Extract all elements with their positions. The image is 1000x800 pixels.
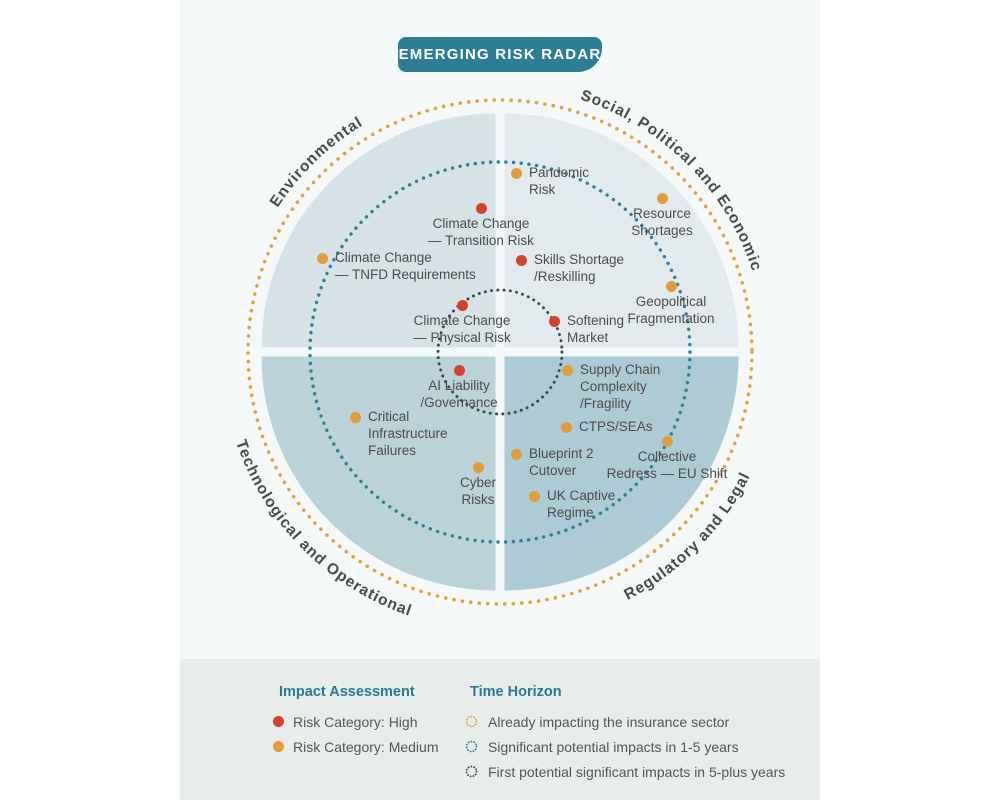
legend-item-risk-medium: Risk Category: Medium xyxy=(273,734,439,759)
quadrant-wedge-regulatory-legal xyxy=(504,356,739,591)
risk-medium-dot-icon xyxy=(273,741,284,752)
risk-label: UK Captive Regime xyxy=(547,488,616,520)
legend-item-5-plus-years: First potential significant impacts in 5… xyxy=(464,759,785,784)
legend-time-horizon: Time Horizon Already impacting the insur… xyxy=(464,684,785,784)
risk-label: Climate Change — TNFD Requirements xyxy=(335,250,476,282)
risk-dot-high xyxy=(548,315,560,327)
risk-label: Cyber Risks xyxy=(459,475,497,507)
legend-item-label: Already impacting the insurance sector xyxy=(488,713,730,730)
legend-horizon-title: Time Horizon xyxy=(470,684,562,700)
risk-dot-medium xyxy=(560,421,572,433)
risk-dot-medium xyxy=(528,490,540,502)
risk-label: Pandemic Risk xyxy=(529,165,590,197)
legend-background xyxy=(180,659,820,800)
ring-1-5-years xyxy=(308,160,692,544)
risk-label: Climate Change — Physical Risk xyxy=(413,313,511,345)
risk-label: Supply Chain Complexity /Fragility xyxy=(580,362,661,411)
risk-dot-medium xyxy=(472,461,484,473)
ring-5-plus-years xyxy=(436,288,564,416)
risk-dot-medium xyxy=(349,411,361,423)
dotted-ring-orange-icon xyxy=(465,715,478,728)
risk-high-dot-icon xyxy=(273,716,284,727)
legend-item-label: First potential significant impacts in 5… xyxy=(488,763,786,780)
legend-item-1-5-years: Significant potential impacts in 1-5 yea… xyxy=(464,734,785,759)
radar-chart: Environmental Social, Political and Econ… xyxy=(232,87,764,620)
risk-label: Geopolitical Fragmentation xyxy=(627,294,715,326)
risk-label: AI Liability /Governance xyxy=(420,378,498,410)
legend-item-already-impacting: Already impacting the insurance sector xyxy=(464,709,785,734)
risk-label: Blueprint 2 Cutover xyxy=(529,446,594,478)
risk-dot-medium xyxy=(665,280,677,292)
risk-label: Collective Redress — EU Shift xyxy=(606,449,728,481)
legend-item-risk-high: Risk Category: High xyxy=(273,709,439,734)
risk-dot-medium xyxy=(316,252,328,264)
risk-dot-medium xyxy=(656,192,668,204)
title-badge: EMERGING RISK RADAR xyxy=(398,37,602,72)
risk-dot-medium xyxy=(510,167,522,179)
dotted-ring-teal-icon xyxy=(465,740,478,753)
risk-label: Climate Change — Transition Risk xyxy=(428,216,534,248)
legend-item-label: Risk Category: Medium xyxy=(293,738,439,755)
quadrant-wedge-social-political-economic xyxy=(504,113,739,348)
risk-dot-medium xyxy=(510,448,522,460)
risk-label: Softening Market xyxy=(567,313,625,345)
risk-dot-high xyxy=(453,364,465,376)
risk-label: CTPS/SEAs xyxy=(579,419,653,434)
legend-item-label: Risk Category: High xyxy=(293,713,418,730)
risk-label: Resource Shortages xyxy=(631,206,693,238)
legend-impact-title: Impact Assessment xyxy=(279,684,415,700)
risk-dot-medium xyxy=(661,435,673,447)
legend-impact-assessment: Impact Assessment Risk Category: High Ri… xyxy=(273,684,439,759)
risk-dot-medium xyxy=(561,364,573,376)
page-title: EMERGING RISK RADAR xyxy=(398,46,602,63)
legend-item-label: Significant potential impacts in 1-5 yea… xyxy=(488,738,739,755)
risk-dot-high xyxy=(475,202,487,214)
risk-label: Critical Infrastructure Failures xyxy=(368,409,448,458)
risk-dot-high xyxy=(515,254,527,266)
ring-already-impacting xyxy=(246,98,754,606)
risk-label: Skills Shortage /Reskilling xyxy=(534,252,625,284)
dotted-ring-dark-icon xyxy=(465,765,478,778)
risk-dot-high xyxy=(456,299,468,311)
